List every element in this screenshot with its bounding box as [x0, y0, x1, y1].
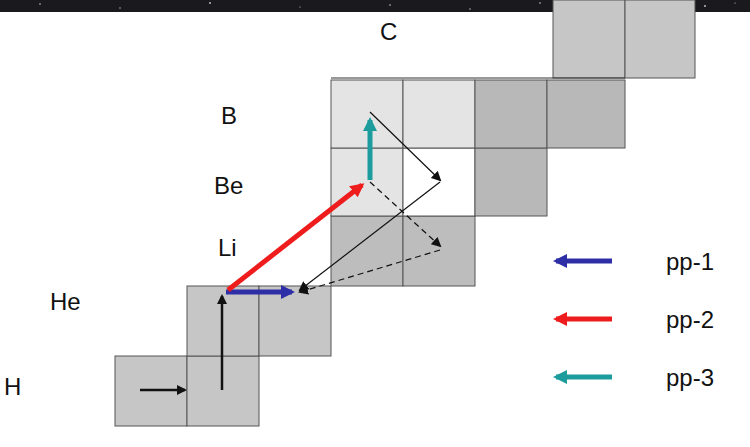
- element-label: B: [221, 104, 237, 128]
- element-label: He: [50, 290, 81, 314]
- element-label-holder: C: [380, 20, 397, 44]
- element-label-holder: Be: [214, 174, 243, 198]
- legend-text-holder: pp-2: [666, 308, 714, 332]
- element-label-holder: He: [50, 290, 81, 314]
- legend-text: pp-1: [666, 250, 714, 274]
- legend-text-holder: pp-1: [666, 250, 714, 274]
- legend-text-holder: pp-3: [666, 366, 714, 390]
- element-label: Li: [218, 236, 237, 260]
- element-label: C: [380, 20, 397, 44]
- legend-arrows: [556, 261, 612, 377]
- reaction-arrows: [140, 112, 440, 390]
- element-label: H: [4, 375, 21, 399]
- legend-text: pp-2: [666, 308, 714, 332]
- element-label-holder: Li: [218, 236, 237, 260]
- element-label-holder: B: [221, 104, 237, 128]
- nuclide-cells: [115, 0, 695, 426]
- legend-text: pp-3: [666, 366, 714, 390]
- element-label-holder: H: [4, 375, 21, 399]
- element-label: Be: [214, 174, 243, 198]
